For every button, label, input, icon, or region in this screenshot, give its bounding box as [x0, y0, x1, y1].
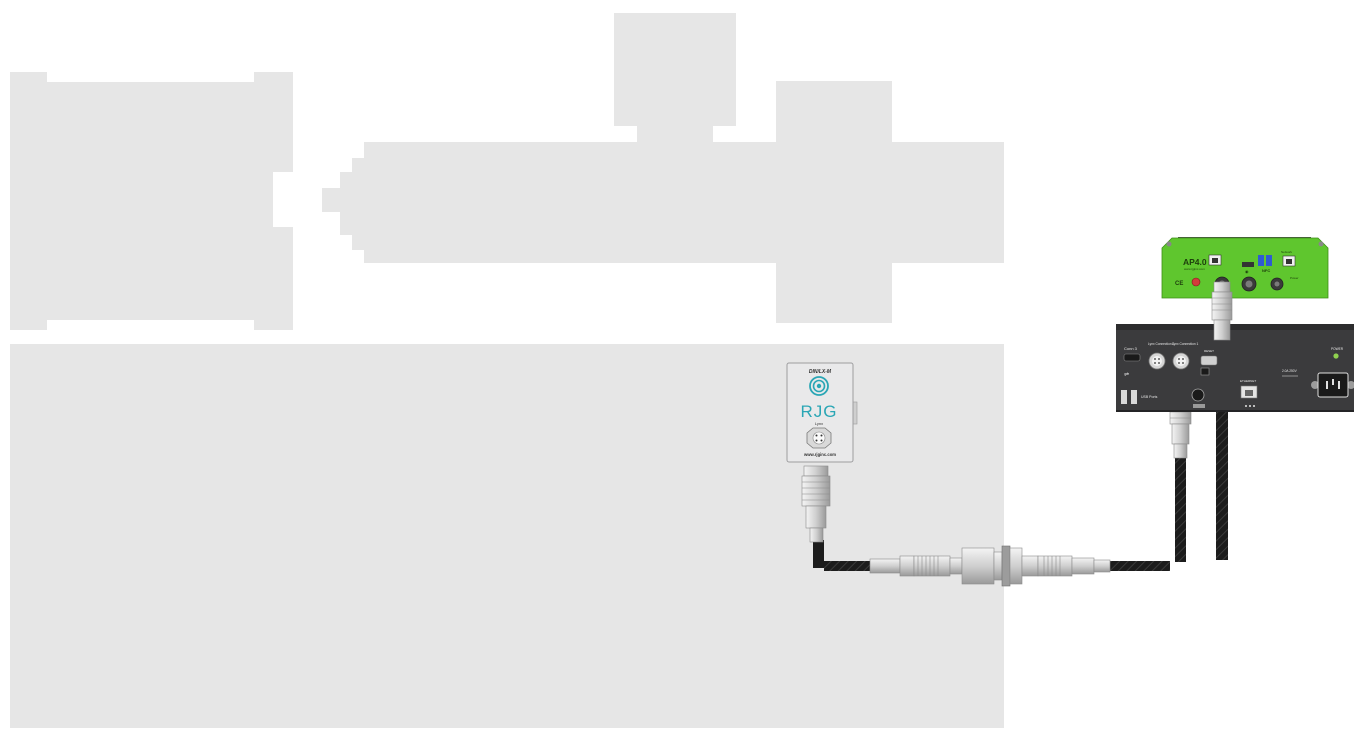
reset-switch[interactable] [1200, 367, 1210, 376]
nfc-label: NFC [1262, 268, 1270, 273]
ap4-url: www.rjginc.com [1184, 267, 1205, 271]
nfc-icon: ◉ [1245, 269, 1249, 274]
hdmi-port[interactable] [1242, 262, 1254, 267]
injection-molding-machine-silhouette [10, 13, 1004, 728]
ce-mark: CE [1175, 281, 1183, 287]
network-label: Network [1281, 250, 1293, 254]
ethernet-label: ETHERNET [1240, 379, 1256, 383]
reset-port[interactable] [1200, 355, 1218, 366]
vent-grille [1193, 404, 1205, 408]
injection-nozzle [322, 142, 1004, 263]
din-lx-m-module: DIN/LX-M RJG Lynx www.rjginc.com [786, 362, 858, 463]
module-cable-connector [801, 465, 831, 543]
ap4-cable-connector [1211, 281, 1233, 341]
power-in-label: Power [1290, 276, 1299, 280]
power-socket-icon[interactable] [1311, 381, 1319, 389]
module-url: www.rjginc.com [803, 452, 836, 457]
bulkhead-connector-assembly [869, 545, 1111, 587]
power-button[interactable] [1191, 277, 1201, 287]
serial-port [1123, 353, 1141, 362]
din-port[interactable] [1191, 388, 1205, 402]
rjg-brand-label: RJG [801, 402, 838, 421]
clamp-unit [10, 72, 293, 330]
usb-port-1[interactable] [1121, 390, 1127, 404]
usb-ports-label: USB Ports [1141, 395, 1158, 399]
ap4-model-label: AP4.0 [1183, 257, 1207, 267]
material-hopper [614, 13, 736, 142]
power-label: POWER [1331, 347, 1344, 351]
lynx-connection-1-label: Lynx Connection 1 [1172, 342, 1199, 346]
conn-label: Conn 3 [1124, 346, 1138, 351]
lynx-connection-2-label: Lynx Connection 2 [1148, 342, 1175, 346]
usb-icon: ⇌ [1124, 371, 1129, 378]
reset-label: RESET [1204, 349, 1214, 353]
usb-port-a[interactable] [1258, 255, 1264, 266]
module-model-label: DIN/LX-M [809, 369, 832, 375]
controller-unit: Conn 3 ⇌ Lynx Connection 2 Lynx Connecti… [1116, 324, 1354, 412]
voltage-label: 2.0A 250V [1282, 369, 1298, 373]
usb-port-b[interactable] [1266, 255, 1272, 266]
power-led-icon [1333, 353, 1339, 359]
drive-unit [776, 81, 892, 323]
rjg-logo-icon [809, 376, 829, 396]
cable-to-controller [1175, 455, 1186, 562]
usb-port-2[interactable] [1131, 390, 1137, 404]
lynx-port-label: Lynx [815, 421, 823, 426]
machine-base [10, 344, 1004, 728]
ap4-unit: AP4.0 www.rjginc.com CE ◉ NFC Network Po… [1161, 237, 1329, 299]
